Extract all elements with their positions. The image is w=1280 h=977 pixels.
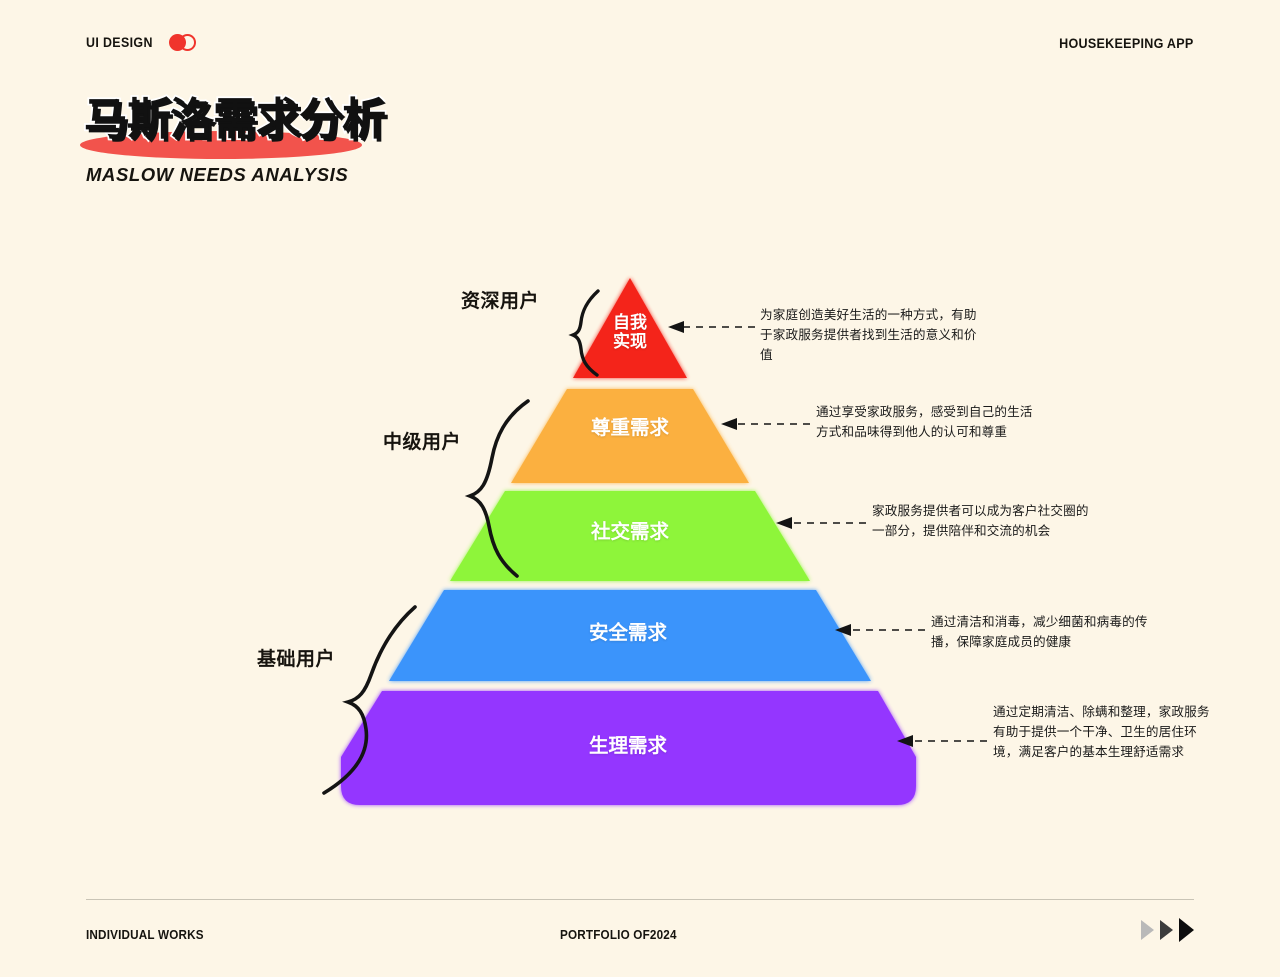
- tier-label-esteem: 尊重需求: [590, 417, 669, 439]
- group-label-senior: 资深用户: [461, 291, 540, 312]
- pyramid-tier-esteem: [511, 389, 749, 483]
- brace-intermediate: [464, 399, 530, 578]
- tier-label-self-actualization: 自我 实现: [613, 313, 647, 352]
- tier-label-social: 社交需求: [590, 521, 669, 543]
- brace-basic: [322, 605, 417, 795]
- annotation-esteem: 通过享受家政服务，感受到自己的生活方式和品味得到他人的认可和尊重: [816, 405, 1033, 439]
- triple-play-arrow-icon[interactable]: [1141, 918, 1194, 942]
- annotation-connector: [684, 326, 987, 742]
- brand-label: UI DESIGN: [86, 35, 153, 50]
- title-chinese: 马斯洛需求分析: [82, 95, 388, 144]
- pyramid-tier-physiological: [341, 691, 916, 805]
- annotation-arrowhead: [668, 321, 913, 747]
- tier-label-safety: 安全需求: [588, 622, 667, 644]
- footer-divider: [86, 899, 1194, 900]
- pyramid-tier-social: [450, 491, 810, 581]
- title-english: MASLOW NEEDS ANALYSIS: [86, 164, 349, 185]
- annotation-physiological: 通过定期清洁、除螨和整理，家政服务有助于提供一个干净、卫生的居住环境，满足客户的…: [993, 705, 1210, 759]
- title-highlight-blob: [80, 131, 362, 159]
- brace-senior: [568, 289, 600, 377]
- group-label-intermediate: 中级用户: [383, 432, 462, 453]
- group-label-basic: 基础用户: [257, 649, 336, 670]
- header-brand: UI DESIGN: [86, 34, 199, 51]
- annotation-social: 家政服务提供者可以成为客户社交圈的一部分，提供陪伴和交流的机会: [872, 504, 1089, 538]
- annotation-self-actualization: 为家庭创造美好生活的一种方式，有助于家政服务提供者找到生活的意义和价值: [760, 308, 977, 362]
- footer-center-label: PORTFOLIO OF2024: [560, 927, 677, 942]
- pyramid-tier-safety: [389, 590, 871, 681]
- footer-left-label: INDIVIDUAL WORKS: [86, 927, 204, 942]
- annotation-safety: 通过清洁和消毒，减少细菌和病毒的传播，保障家庭成员的健康: [931, 615, 1148, 649]
- two-circles-icon: [168, 34, 199, 51]
- pyramid-tier-self-actualization: [573, 278, 687, 378]
- tier-label-physiological: 生理需求: [588, 735, 667, 757]
- header-app-name: HOUSEKEEPING APP: [1059, 36, 1194, 51]
- page-title: 马斯洛需求分析 MASLOW NEEDS ANALYSIS: [80, 95, 504, 198]
